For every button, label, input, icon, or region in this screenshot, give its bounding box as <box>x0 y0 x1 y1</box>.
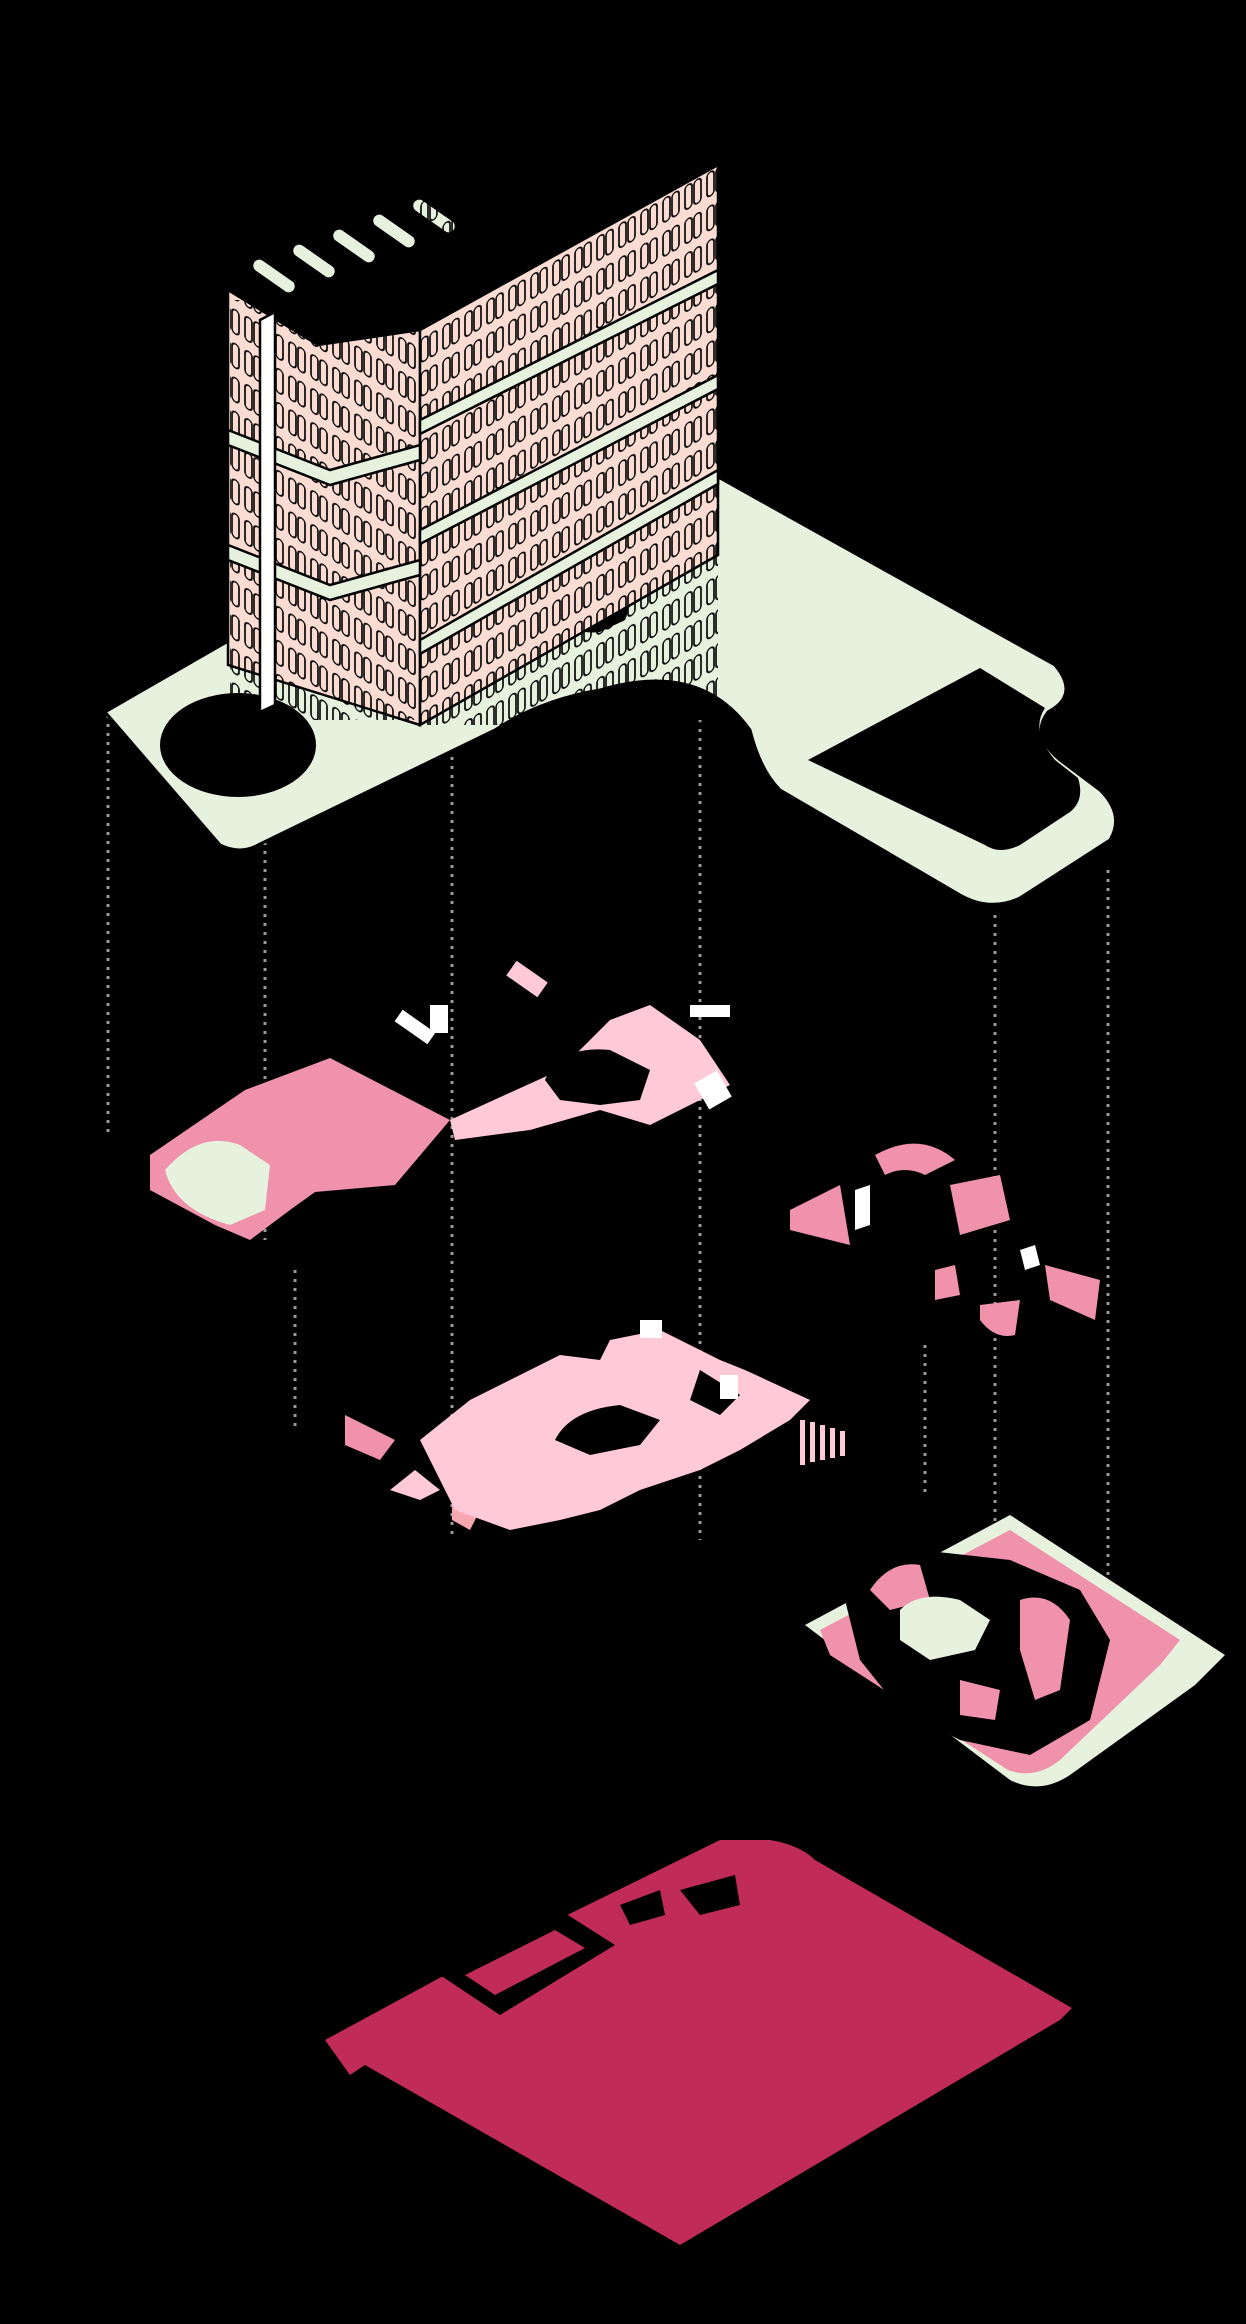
upper-floor-plate <box>150 960 732 1240</box>
basement-slab <box>325 1840 1072 2245</box>
facade-windows-right <box>420 165 718 725</box>
upper-plate-mint-nook <box>165 1140 270 1225</box>
upper-right-fragment <box>790 1143 1100 1336</box>
basement-plate <box>325 1840 1072 2245</box>
stair-core <box>258 309 277 714</box>
mid-floor-plate <box>345 1320 845 1530</box>
mid-plate-left-pink <box>345 1415 395 1460</box>
podium-courtyard-void <box>808 668 1081 850</box>
ground-floor-plate <box>805 1515 1225 1787</box>
facade-windows-left <box>230 300 418 720</box>
balcony-slabs <box>226 267 720 657</box>
residential-tower <box>225 162 720 728</box>
mid-plate-stripes <box>800 1420 845 1465</box>
